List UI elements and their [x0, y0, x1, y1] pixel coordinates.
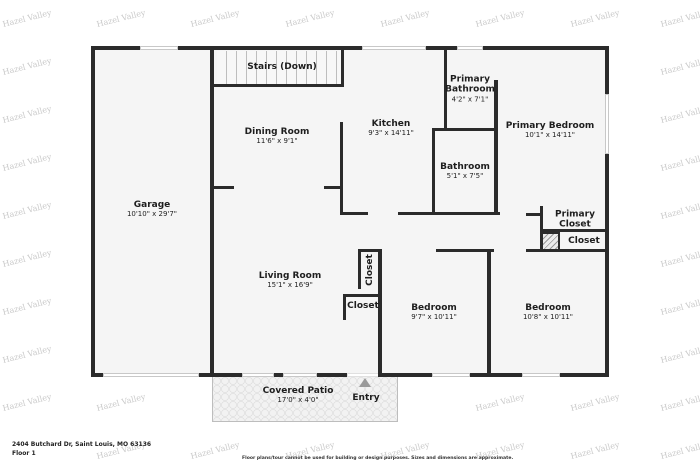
watermark: Hazel Valley [95, 8, 147, 29]
floor-label: Floor 1 [12, 450, 36, 457]
wall-primary-closet-bottom [540, 229, 609, 232]
wall-hall-bottom-mid [436, 249, 494, 252]
room-label-living-room: Living Room 15'1" x 16'9" [258, 270, 322, 290]
watermark: Hazel Valley [659, 56, 700, 77]
wall-bedroom-divider [487, 249, 491, 377]
watermark: Hazel Valley [1, 248, 53, 269]
wall-stairs-right [341, 50, 344, 87]
room-label-closet-right: Closet [568, 235, 600, 246]
wall-closet-small-left [343, 294, 346, 320]
watermark: Hazel Valley [659, 200, 700, 221]
watermark: Hazel Valley [659, 344, 700, 365]
watermark: Hazel Valley [474, 8, 526, 29]
watermark: Hazel Valley [569, 392, 621, 413]
room-label-bedroom-2: Bedroom 10'8" x 10'11" [522, 302, 574, 322]
watermark: Hazel Valley [1, 104, 53, 125]
room-label-primary-bedroom: Primary Bedroom 10'1" x 14'11" [505, 120, 595, 140]
window [283, 373, 317, 377]
room-label-stairs: Stairs (Down) [247, 61, 317, 72]
room-label-kitchen: Kitchen 9'3" x 14'11" [368, 118, 414, 138]
room-label-entry: Entry [352, 392, 380, 403]
entry-arrow-icon [359, 378, 371, 387]
wall-primary-bed-left [494, 80, 498, 215]
wall-primary-bath-left [444, 50, 447, 130]
address-text: 2404 Butchard Dr, Saint Louis, MO 63136 [12, 441, 152, 448]
watermark: Hazel Valley [284, 8, 336, 29]
wall-primary-bath-bottom [432, 128, 496, 131]
wall-kitchen-left [340, 122, 343, 214]
watermark: Hazel Valley [1, 152, 53, 173]
watermark: Hazel Valley [1, 56, 53, 77]
window [362, 46, 426, 50]
window [432, 373, 470, 377]
room-label-closet-small: Closet [347, 300, 379, 311]
wall-exterior-left [91, 46, 95, 377]
wall-closet-small-top [343, 294, 379, 297]
watermark: Hazel Valley [1, 296, 53, 317]
window [103, 373, 199, 377]
watermark: Hazel Valley [379, 8, 431, 29]
wall-stairs-bottom [214, 84, 344, 87]
watermark: Hazel Valley [474, 392, 526, 413]
room-label-covered-patio: Covered Patio 17'0" x 4'0" [262, 385, 334, 405]
watermark: Hazel Valley [569, 8, 621, 29]
wall-bedroom1-left [378, 249, 382, 377]
watermark: Hazel Valley [659, 392, 700, 413]
watermark: Hazel Valley [659, 248, 700, 269]
room-label-primary-closet: Primary Closet [555, 209, 595, 230]
wall-kitchen-bottom-left [340, 212, 368, 215]
watermark: Hazel Valley [659, 104, 700, 125]
room-label-garage: Garage 10'10" x 29'7" [126, 199, 178, 219]
wall-closet-vertical-left [358, 249, 361, 289]
room-label-bedroom-1: Bedroom 9'7" x 10'11" [411, 302, 457, 322]
wall-bathroom-left [432, 128, 435, 214]
entry-door-opening [347, 373, 380, 377]
wall-exterior-top [91, 46, 609, 50]
wall-primary-closet-left [540, 206, 543, 251]
address-block: 2404 Butchard Dr, Saint Louis, MO 63136 … [12, 440, 151, 458]
watermark: Hazel Valley [659, 8, 700, 29]
window [140, 46, 178, 50]
stairs-treads [217, 51, 344, 84]
watermark: Hazel Valley [1, 8, 53, 29]
watermark: Hazel Valley [1, 392, 53, 413]
watermark: Hazel Valley [1, 200, 53, 221]
window [457, 46, 483, 50]
wall-hall-stub [526, 213, 543, 216]
room-label-bathroom: Bathroom 5'1" x 7'5" [440, 161, 490, 181]
watermark: Hazel Valley [95, 392, 147, 413]
window [522, 373, 560, 377]
watermark: Hazel Valley [189, 8, 241, 29]
wall-exterior-right [605, 46, 609, 377]
watermark: Hazel Valley [659, 440, 700, 461]
wall-dining-stub-right [324, 186, 342, 189]
room-label-dining: Dining Room 11'6" x 9'1" [244, 126, 310, 146]
wall-hall-bottom-right [526, 249, 609, 252]
room-label-primary-bathroom: Primary Bathroom 4'2" x 7'1" [445, 74, 495, 104]
watermark: Hazel Valley [1, 344, 53, 365]
wall-kitchen-bottom-right [398, 212, 500, 215]
window [605, 94, 609, 154]
watermark: Hazel Valley [569, 440, 621, 461]
wall-hall-bottom-left [358, 249, 382, 252]
room-label-closet-vertical: Closet [364, 254, 375, 286]
watermark: Hazel Valley [659, 152, 700, 173]
disclaimer-text: Floor plans/tour cannot be used for buil… [242, 456, 514, 461]
watermark: Hazel Valley [659, 296, 700, 317]
watermark: Hazel Valley [189, 440, 241, 461]
wall-dining-stub-left [214, 186, 234, 189]
window [242, 373, 274, 377]
wall-garage [210, 46, 214, 377]
